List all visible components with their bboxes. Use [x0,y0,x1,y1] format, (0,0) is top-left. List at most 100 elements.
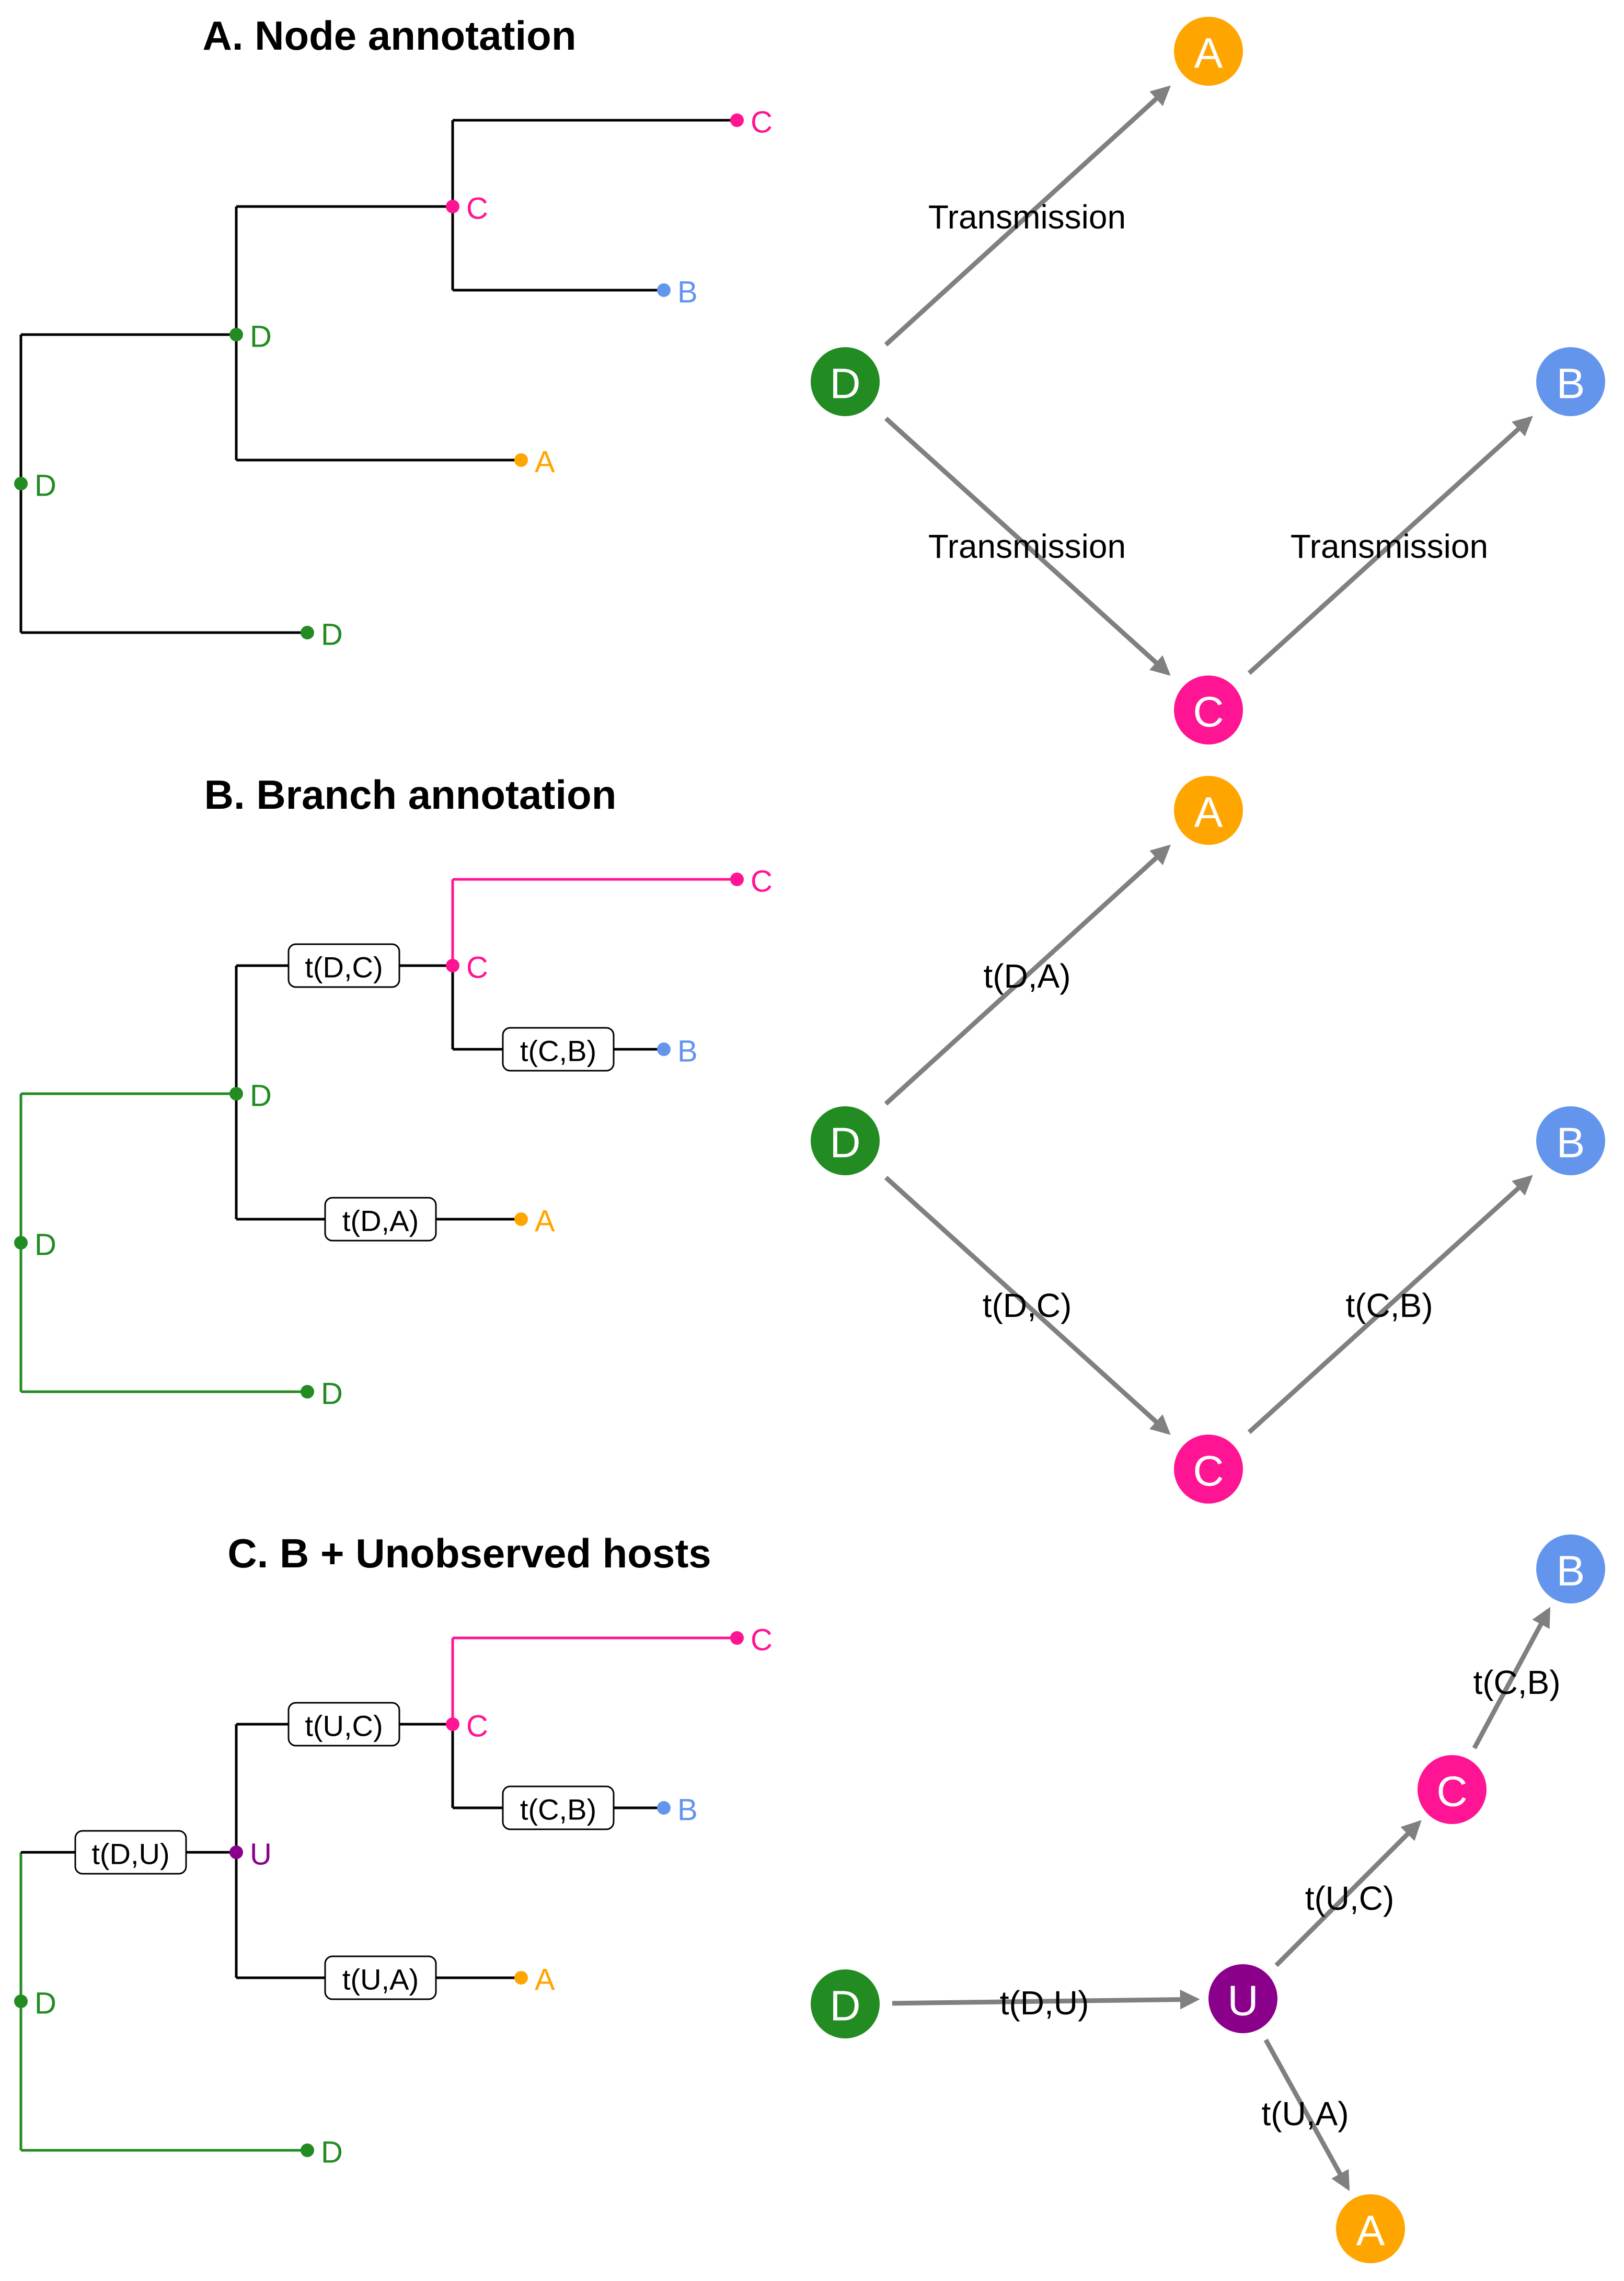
edge-label: t(U,A) [1261,2095,1349,2133]
tree-internal-node-dot [14,1236,28,1250]
tree-internal-node-label: D [34,469,56,503]
host-node-label: D [830,1982,860,2030]
host-node-label: B [1557,360,1585,408]
branch-label: t(D,A) [342,1205,419,1237]
transmission-arrow [884,1176,1171,1435]
branch-label: t(U,C) [305,1710,383,1743]
tree-internal-node-dot [446,959,459,972]
tree-internal-node-label: C [466,951,488,985]
edge-label: Transmission [928,198,1126,236]
tree-tip-dot [657,1042,671,1056]
host-node-a [1174,17,1243,86]
host-node-c [1418,1755,1487,1824]
tree-internal-node-dot [14,477,28,490]
tree-internal-node-dot [446,1717,459,1731]
panel-b: B. Branch annotationCBADCDDt(D,C)t(C,B)t… [14,772,1605,1504]
host-node-b [1536,1534,1605,1603]
transmission-arrow [892,1989,1200,2010]
branch-label-box [287,1702,400,1747]
branch-label: t(D,U) [91,1838,169,1871]
tree-internal-node-dot [229,1087,243,1101]
tree-internal-node-dot [446,200,459,213]
host-node-label: A [1194,30,1223,77]
host-node-c [1174,1435,1243,1504]
branch-label-box [74,1830,187,1875]
tree-tip-label: C [751,1623,773,1657]
tree-tip-dot [730,873,744,886]
transmission-arrow [884,417,1171,676]
transmission-network: t(D,A) t(D,C) t(C,B) A D B C [811,776,1605,1504]
tree-internal-node-label: D [34,1987,56,2021]
tree-tip-label: C [751,865,773,899]
transmission-arrow [1472,1607,1551,1749]
edge-label: t(D,U) [1000,1984,1089,2022]
branch-label-box [287,943,400,988]
host-node-label: C [1193,1448,1224,1495]
tree-tip-label: A [535,1963,555,1997]
tree-tip-label: A [535,445,555,479]
tree-tip-dot [730,1631,744,1645]
tree-tip-label: D [321,2136,343,2170]
edge-label: Transmission [1291,528,1488,565]
host-node-c [1174,675,1243,744]
edge-label: t(D,A) [983,957,1070,995]
transmission-arrow [1274,1820,1422,1967]
host-node-label: B [1557,1119,1585,1167]
tree-internal-node-label: D [34,1228,56,1262]
tree-tip-label: A [535,1205,555,1239]
tree-tip-dot [301,2144,314,2157]
host-node-b [1536,1106,1605,1175]
tree-internal-node-label: C [466,192,488,226]
tree-tip-label: C [751,106,773,140]
host-node-label: C [1193,689,1224,736]
edge-label: t(C,B) [1345,1287,1433,1324]
transmission-arrow [1247,416,1533,675]
tree-tip-dot [301,1385,314,1399]
transmission-arrow [884,85,1171,347]
transmission-arrow [1247,1175,1533,1434]
tree-tip-label: D [321,1377,343,1411]
panel-a: A. Node annotationCBADCDDTransmissionTra… [14,13,1605,744]
host-node-label: C [1436,1768,1467,1816]
edge-label: t(D,C) [983,1287,1072,1324]
branch-label-box [324,1955,437,2000]
tree-tip-dot [657,283,671,297]
host-node-u [1208,1964,1277,2033]
host-node-a [1174,776,1243,845]
tree-internal-node-dot [229,328,243,341]
tree-tip-dot [514,453,528,467]
host-node-label: B [1557,1548,1585,1595]
branch-label: t(C,B) [520,1793,596,1826]
host-node-label: U [1227,1977,1258,2025]
tree-tip-label: D [321,618,343,652]
tree-tip-dot [657,1801,671,1815]
host-node-a [1336,2194,1405,2263]
tree-internal-node-dot [14,1995,28,2008]
host-node-label: A [1194,789,1223,836]
tree-tip-dot [514,1212,528,1226]
host-node-d [811,1969,880,2038]
branch-label: t(U,A) [342,1963,419,1996]
tree-internal-node-label: D [250,1079,272,1113]
panel-title: A. Node annotation [203,13,577,59]
transmission-arrow [1263,2038,1350,2191]
host-node-label: D [830,1119,860,1167]
tree-internal-node-label: C [466,1710,488,1744]
panel-title: C. B + Unobserved hosts [227,1530,711,1576]
tree-tip-label: B [677,1793,698,1827]
host-node-label: D [830,360,860,408]
tree-tip-dot [301,626,314,639]
panel-title: B. Branch annotation [204,772,617,818]
host-node-b [1536,347,1605,416]
branch-label-box [502,1027,615,1072]
host-node-d [811,347,880,416]
branch-label: t(C,B) [520,1035,596,1068]
tree-internal-node-label: D [250,320,272,354]
